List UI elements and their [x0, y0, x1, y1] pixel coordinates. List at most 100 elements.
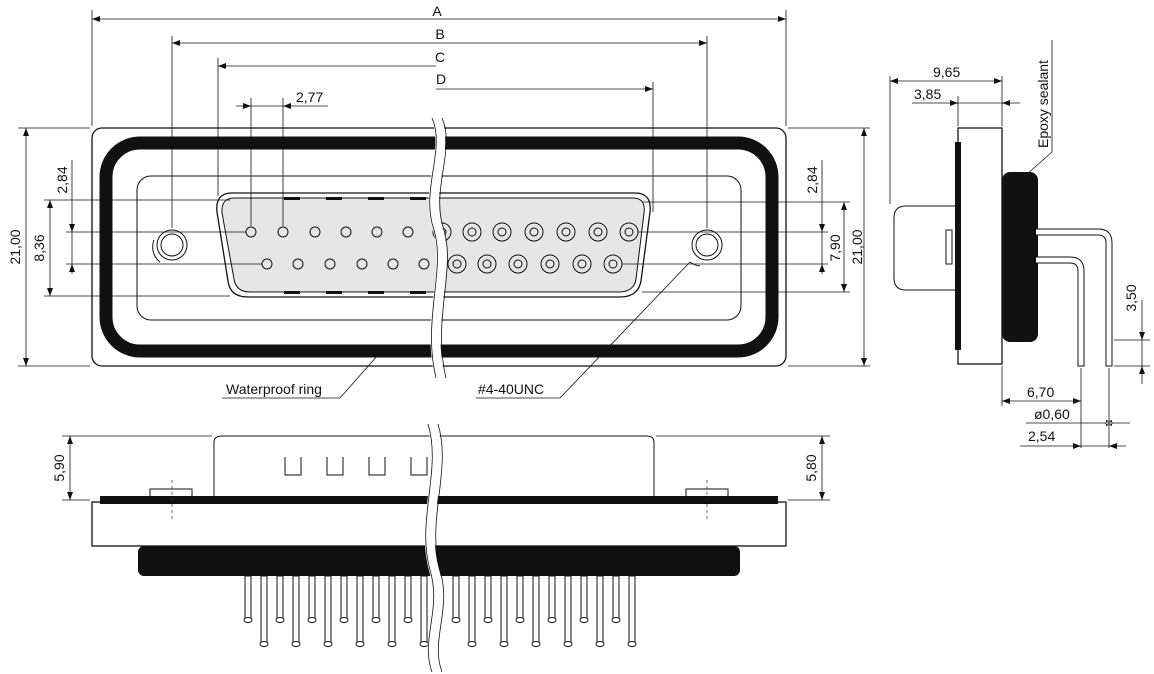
bottom-pin: [308, 575, 316, 622]
contact: [387, 258, 399, 270]
contacts-bottom-row-right: [447, 254, 623, 274]
side-pin-length-label: 3,50: [1123, 284, 1139, 311]
dim-row-spacing-right-label: 7,90: [827, 234, 843, 261]
contact: [371, 226, 383, 238]
bottom-pin-tip: [339, 617, 349, 623]
bottom-break-line-edge: [425, 423, 435, 673]
bottom-view: 5,90 5,80: [51, 422, 830, 674]
bottom-pin-tip: [483, 617, 493, 623]
thread-callout: #4-40UNC: [478, 381, 544, 397]
shell-dimples: [284, 197, 426, 294]
side-pin-diameter-label: ø0,60: [1034, 406, 1070, 422]
bottom-pin-tip: [451, 617, 461, 623]
dim-a-label: A: [432, 3, 442, 19]
bottom-pin-tip: [259, 641, 269, 647]
bottom-pin-tip: [563, 641, 573, 647]
dim-pitch-label: 2,77: [296, 89, 323, 105]
contact: [356, 258, 368, 270]
side-pin-long: [1036, 228, 1113, 367]
bottom-pin: [244, 575, 252, 622]
bottom-pin-tip: [531, 641, 541, 647]
bottom-pin: [452, 575, 460, 622]
bottom-pin-tip: [547, 617, 557, 623]
dim-height-left-label: 21,00: [7, 229, 23, 264]
dim-c-label: C: [435, 49, 445, 65]
side-flange-seal: [955, 142, 961, 350]
bottom-pin: [468, 575, 476, 646]
bottom-pin-tip: [275, 617, 285, 623]
side-pin-short: [1036, 256, 1085, 367]
contact: [402, 226, 414, 238]
front-view: A B C D 2,77 21,00: [7, 3, 870, 399]
bottom-ring-seal: [100, 496, 778, 504]
left-dimensions: 21,00 8,36 2,84: [7, 127, 262, 367]
bottom-pin: [260, 575, 268, 646]
bottom-pin: [484, 575, 492, 622]
contact: [277, 226, 289, 238]
bottom-pin: [388, 575, 396, 646]
side-pin-offset-label: 6,70: [1027, 384, 1054, 400]
bottom-pin-tip: [627, 641, 637, 647]
bottom-pin: [564, 575, 572, 646]
bottom-pin: [500, 575, 508, 646]
bottom-pin: [612, 575, 620, 622]
dim-row-offset-left-label: 2,84: [54, 166, 70, 193]
bottom-pin: [404, 575, 412, 622]
side-pin-pitch-label: 2,54: [1028, 428, 1055, 444]
bottom-pin-tip: [323, 641, 333, 647]
bottom-pin: [532, 575, 540, 646]
bottom-pin: [276, 575, 284, 622]
contact: [340, 226, 352, 238]
dim-d-label: D: [436, 71, 446, 87]
bottom-pin: [548, 575, 556, 622]
mounting-hole-left: [152, 229, 188, 263]
bottom-pin: [596, 575, 604, 646]
bottom-pin-tip: [611, 617, 621, 623]
bottom-pin-tip: [355, 641, 365, 647]
side-overall-depth-label: 9,65: [933, 64, 960, 80]
contacts-bottom-row-left: [261, 258, 430, 270]
bottom-pin-tip: [403, 617, 413, 623]
side-flange: [957, 127, 1003, 365]
bottom-flange: [91, 501, 787, 547]
right-dimensions: 21,00 7,90 2,84: [622, 127, 870, 367]
d-shell-outline: [216, 192, 651, 298]
bottom-pin-tip: [243, 617, 253, 623]
bottom-pin-tip: [371, 617, 381, 623]
contacts-top-row-left: [245, 226, 414, 238]
bottom-break-line-edge: [435, 423, 445, 673]
bottom-pin-tip: [291, 641, 301, 647]
bottom-pin-tip: [307, 617, 317, 623]
bottom-pin-tip: [595, 641, 605, 647]
waterproof-ring-callout: Waterproof ring: [226, 381, 322, 397]
break-line-edge: [429, 117, 438, 379]
bottom-pin: [356, 575, 364, 646]
contact: [309, 226, 321, 238]
side-shell-dimple: [945, 229, 953, 265]
bottom-potting: [138, 546, 740, 576]
bottom-pin-tip: [579, 617, 589, 623]
bottom-height-right-label: 5,80: [803, 454, 819, 481]
bottom-pin: [516, 575, 524, 622]
bottom-shell-dimples: [284, 457, 428, 476]
dim-row-offset-right-label: 2,84: [804, 166, 820, 193]
dim-height-right-label: 21,00: [849, 229, 865, 264]
bottom-pin-tip: [515, 617, 525, 623]
bottom-pin-tip: [387, 641, 397, 647]
bottom-pin: [292, 575, 300, 646]
top-dimensions: A B C D 2,77: [91, 3, 787, 228]
bottom-pins: [243, 575, 637, 647]
epoxy-callout: Epoxy sealant: [1035, 60, 1051, 148]
bottom-pin: [628, 575, 636, 646]
contact: [418, 258, 430, 270]
bottom-pin-tip: [419, 641, 429, 647]
bottom-pin: [340, 575, 348, 622]
break-line-edge: [439, 117, 448, 379]
dim-b-label: B: [435, 26, 444, 42]
bottom-boss-left: [149, 488, 193, 499]
bottom-pin: [420, 575, 428, 646]
bottom-pin: [324, 575, 332, 646]
epoxy-potting: [1002, 172, 1038, 342]
